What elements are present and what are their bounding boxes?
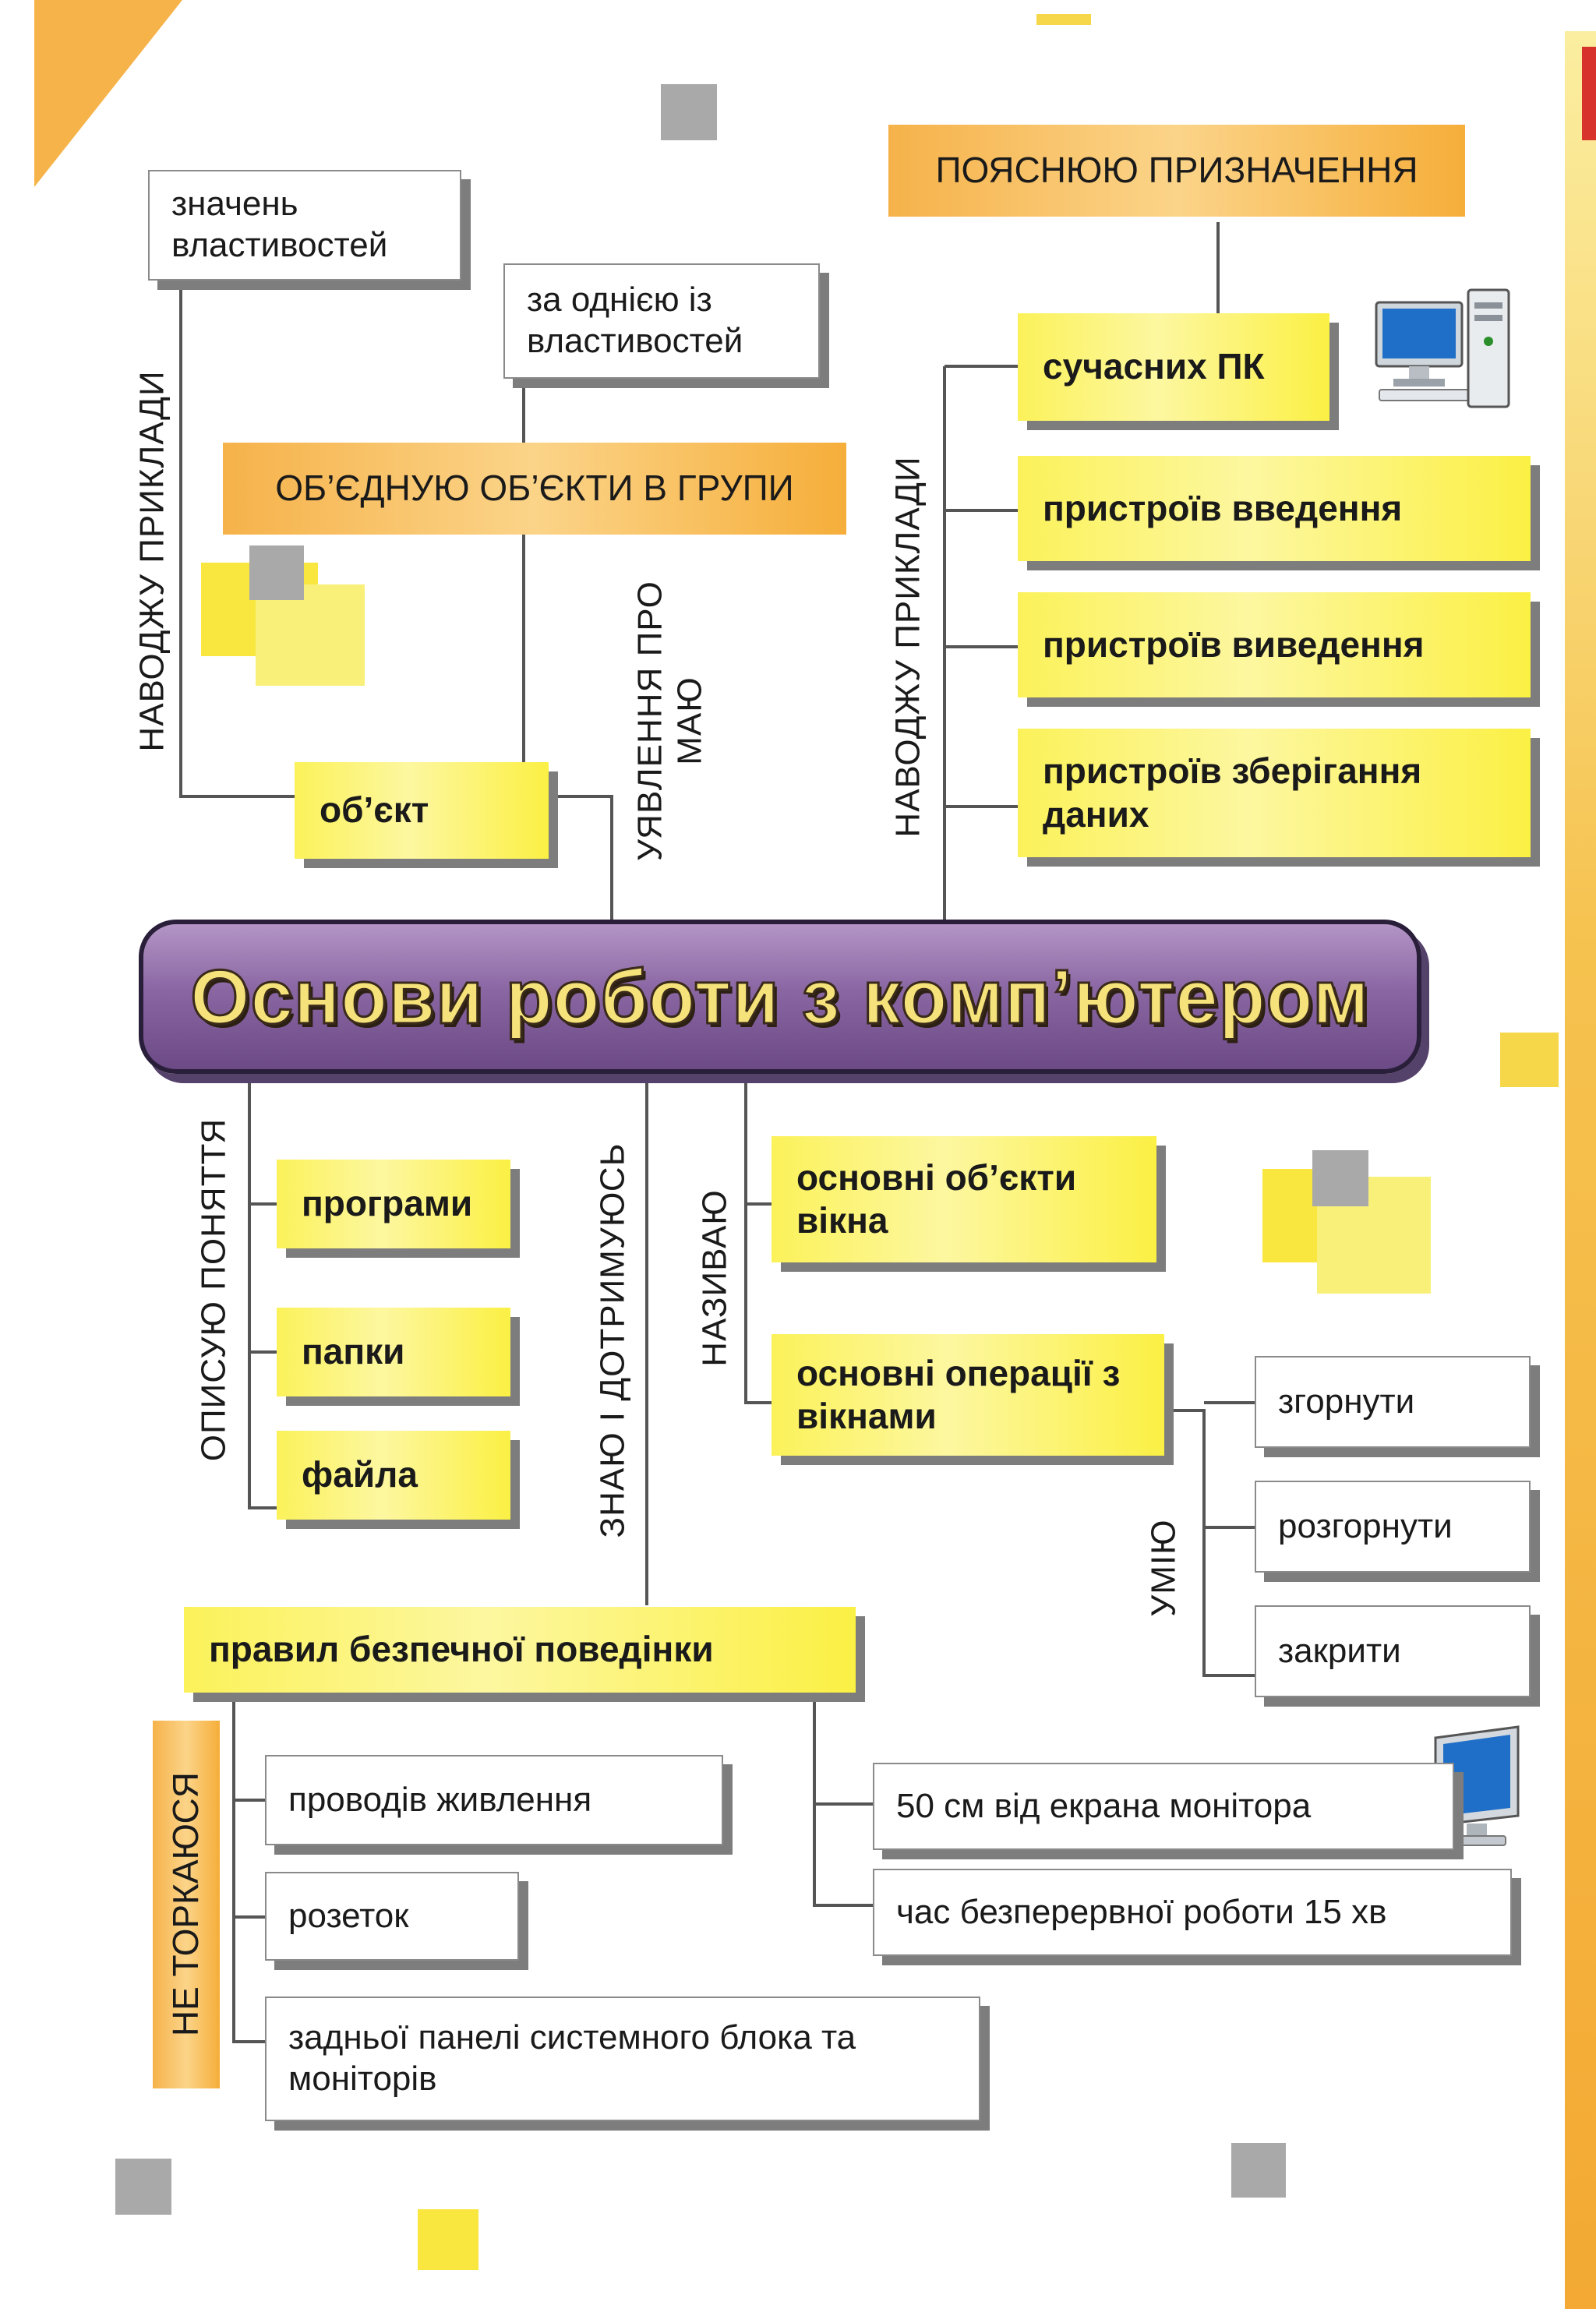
safety-rules-text: правил безпечної поведінки (209, 1629, 714, 1670)
explain-purpose-text: ПОЯСНЮЮ ПРИЗНАЧЕННЯ (935, 150, 1418, 191)
object-text: об’єкт (320, 789, 429, 831)
window-objects-text: основні об’єкти вікна (796, 1156, 1077, 1241)
concept-item: папки (277, 1308, 510, 1396)
window-operation-text: закрити (1278, 1631, 1401, 1670)
safety-label: ЗНАЮ І ДОТРИМУЮСЬ (593, 1142, 632, 1538)
concept-item-text: папки (302, 1331, 405, 1372)
examples-label-left: НАВОДЖУ ПРИКЛАДИ (132, 370, 171, 752)
corner-triangle-decoration (34, 0, 182, 187)
central-topic: Основи роботи з комп’ютером (139, 920, 1421, 1074)
device-item: пристроїв зберігання даних (1018, 729, 1531, 857)
examples-values-node: значень властивостей (148, 170, 461, 281)
explain-purpose-label: ПОЯСНЮЮ ПРИЗНАЧЕННЯ (888, 125, 1465, 217)
dont-touch-item: задньої панелі системного блока та моніт… (265, 1997, 980, 2121)
window-operation: розгорнути (1255, 1481, 1531, 1573)
safety-rules-node: правил безпечної поведінки (184, 1607, 856, 1693)
gray-square-decoration (115, 2159, 171, 2215)
gray-square-decoration (1231, 2143, 1286, 2198)
examples-label-right: НАВОДЖУ ПРИКЛАДИ (888, 456, 927, 838)
skills-label: УМІЮ (1144, 1519, 1183, 1617)
group-property-text: за однією із властивостей (527, 281, 743, 360)
dont-touch-item-text: задньої панелі системного блока та моніт… (288, 2018, 856, 2098)
dont-touch-label: НЕ ТОРКАЮСЯ (153, 1721, 220, 2088)
safety-rule: 50 см від екрана монітора (873, 1763, 1454, 1850)
monitor-icon (1434, 1725, 1520, 1846)
object-node: об’єкт (295, 762, 549, 859)
central-title: Основи роботи з комп’ютером (189, 952, 1371, 1040)
window-operations-text: основні операції з вікнами (796, 1352, 1121, 1436)
yellow-square-decoration (256, 584, 365, 686)
concepts-label: ОПИСУЮ ПОНЯТТЯ (194, 1117, 233, 1462)
top-yellow-strip-decoration (1036, 14, 1091, 25)
window-objects-node: основні об’єкти вікна (772, 1136, 1156, 1262)
dont-touch-text: НЕ ТОРКАЮСЯ (165, 1772, 207, 2037)
window-operation-text: розгорнути (1278, 1506, 1453, 1545)
safety-rule-text: час безперервної роботи 15 хв (896, 1892, 1387, 1931)
window-operations-node: основні операції з вікнами (772, 1334, 1164, 1456)
name-label: НАЗИВАЮ (695, 1189, 734, 1367)
group-objects-label: ОБ’ЄДНУЮ ОБ’ЄКТИ В ГРУПИ (223, 443, 846, 535)
concept-item: програми (277, 1160, 510, 1248)
dont-touch-item: розеток (265, 1872, 519, 1961)
window-operation: закрити (1255, 1605, 1531, 1697)
window-operation: згорнути (1255, 1356, 1531, 1448)
concept-item: файла (277, 1431, 510, 1520)
right-edge-red-stripe-decoration (1582, 47, 1596, 140)
right-edge-stripe-decoration (1565, 31, 1596, 2309)
device-item-text: сучасних ПК (1043, 346, 1265, 387)
relation-label: УЯВЛЕННЯ ПРО МАЮ (630, 581, 708, 861)
device-item: сучасних ПК (1018, 313, 1329, 421)
device-item: пристроїв виведення (1018, 592, 1531, 697)
concept-item-text: програми (302, 1183, 473, 1224)
gray-square-decoration (661, 84, 717, 140)
device-item: пристроїв введення (1018, 456, 1531, 561)
examples-values-text: значень властивостей (171, 185, 388, 264)
gray-square-decoration (1312, 1150, 1368, 1206)
window-operation-text: згорнути (1278, 1382, 1415, 1421)
computer-icon (1375, 288, 1510, 408)
device-item-text: пристроїв зберігання даних (1043, 750, 1422, 835)
gray-square-decoration (249, 545, 304, 600)
group-objects-text: ОБ’ЄДНУЮ ОБ’ЄКТИ В ГРУПИ (275, 468, 794, 509)
safety-rule: час безперервної роботи 15 хв (873, 1869, 1512, 1956)
yellow-square-decoration (418, 2209, 478, 2270)
concept-item-text: файла (302, 1454, 418, 1495)
device-item-text: пристроїв введення (1043, 487, 1403, 528)
yellow-square-decoration (1500, 1033, 1559, 1087)
dont-touch-item-text: проводів живлення (288, 1780, 592, 1819)
safety-rule-text: 50 см від екрана монітора (896, 1786, 1312, 1825)
dont-touch-item: проводів живлення (265, 1755, 723, 1845)
group-property-node: за однією із властивостей (503, 263, 820, 379)
dont-touch-item-text: розеток (288, 1896, 409, 1935)
device-item-text: пристроїв виведення (1043, 623, 1425, 665)
